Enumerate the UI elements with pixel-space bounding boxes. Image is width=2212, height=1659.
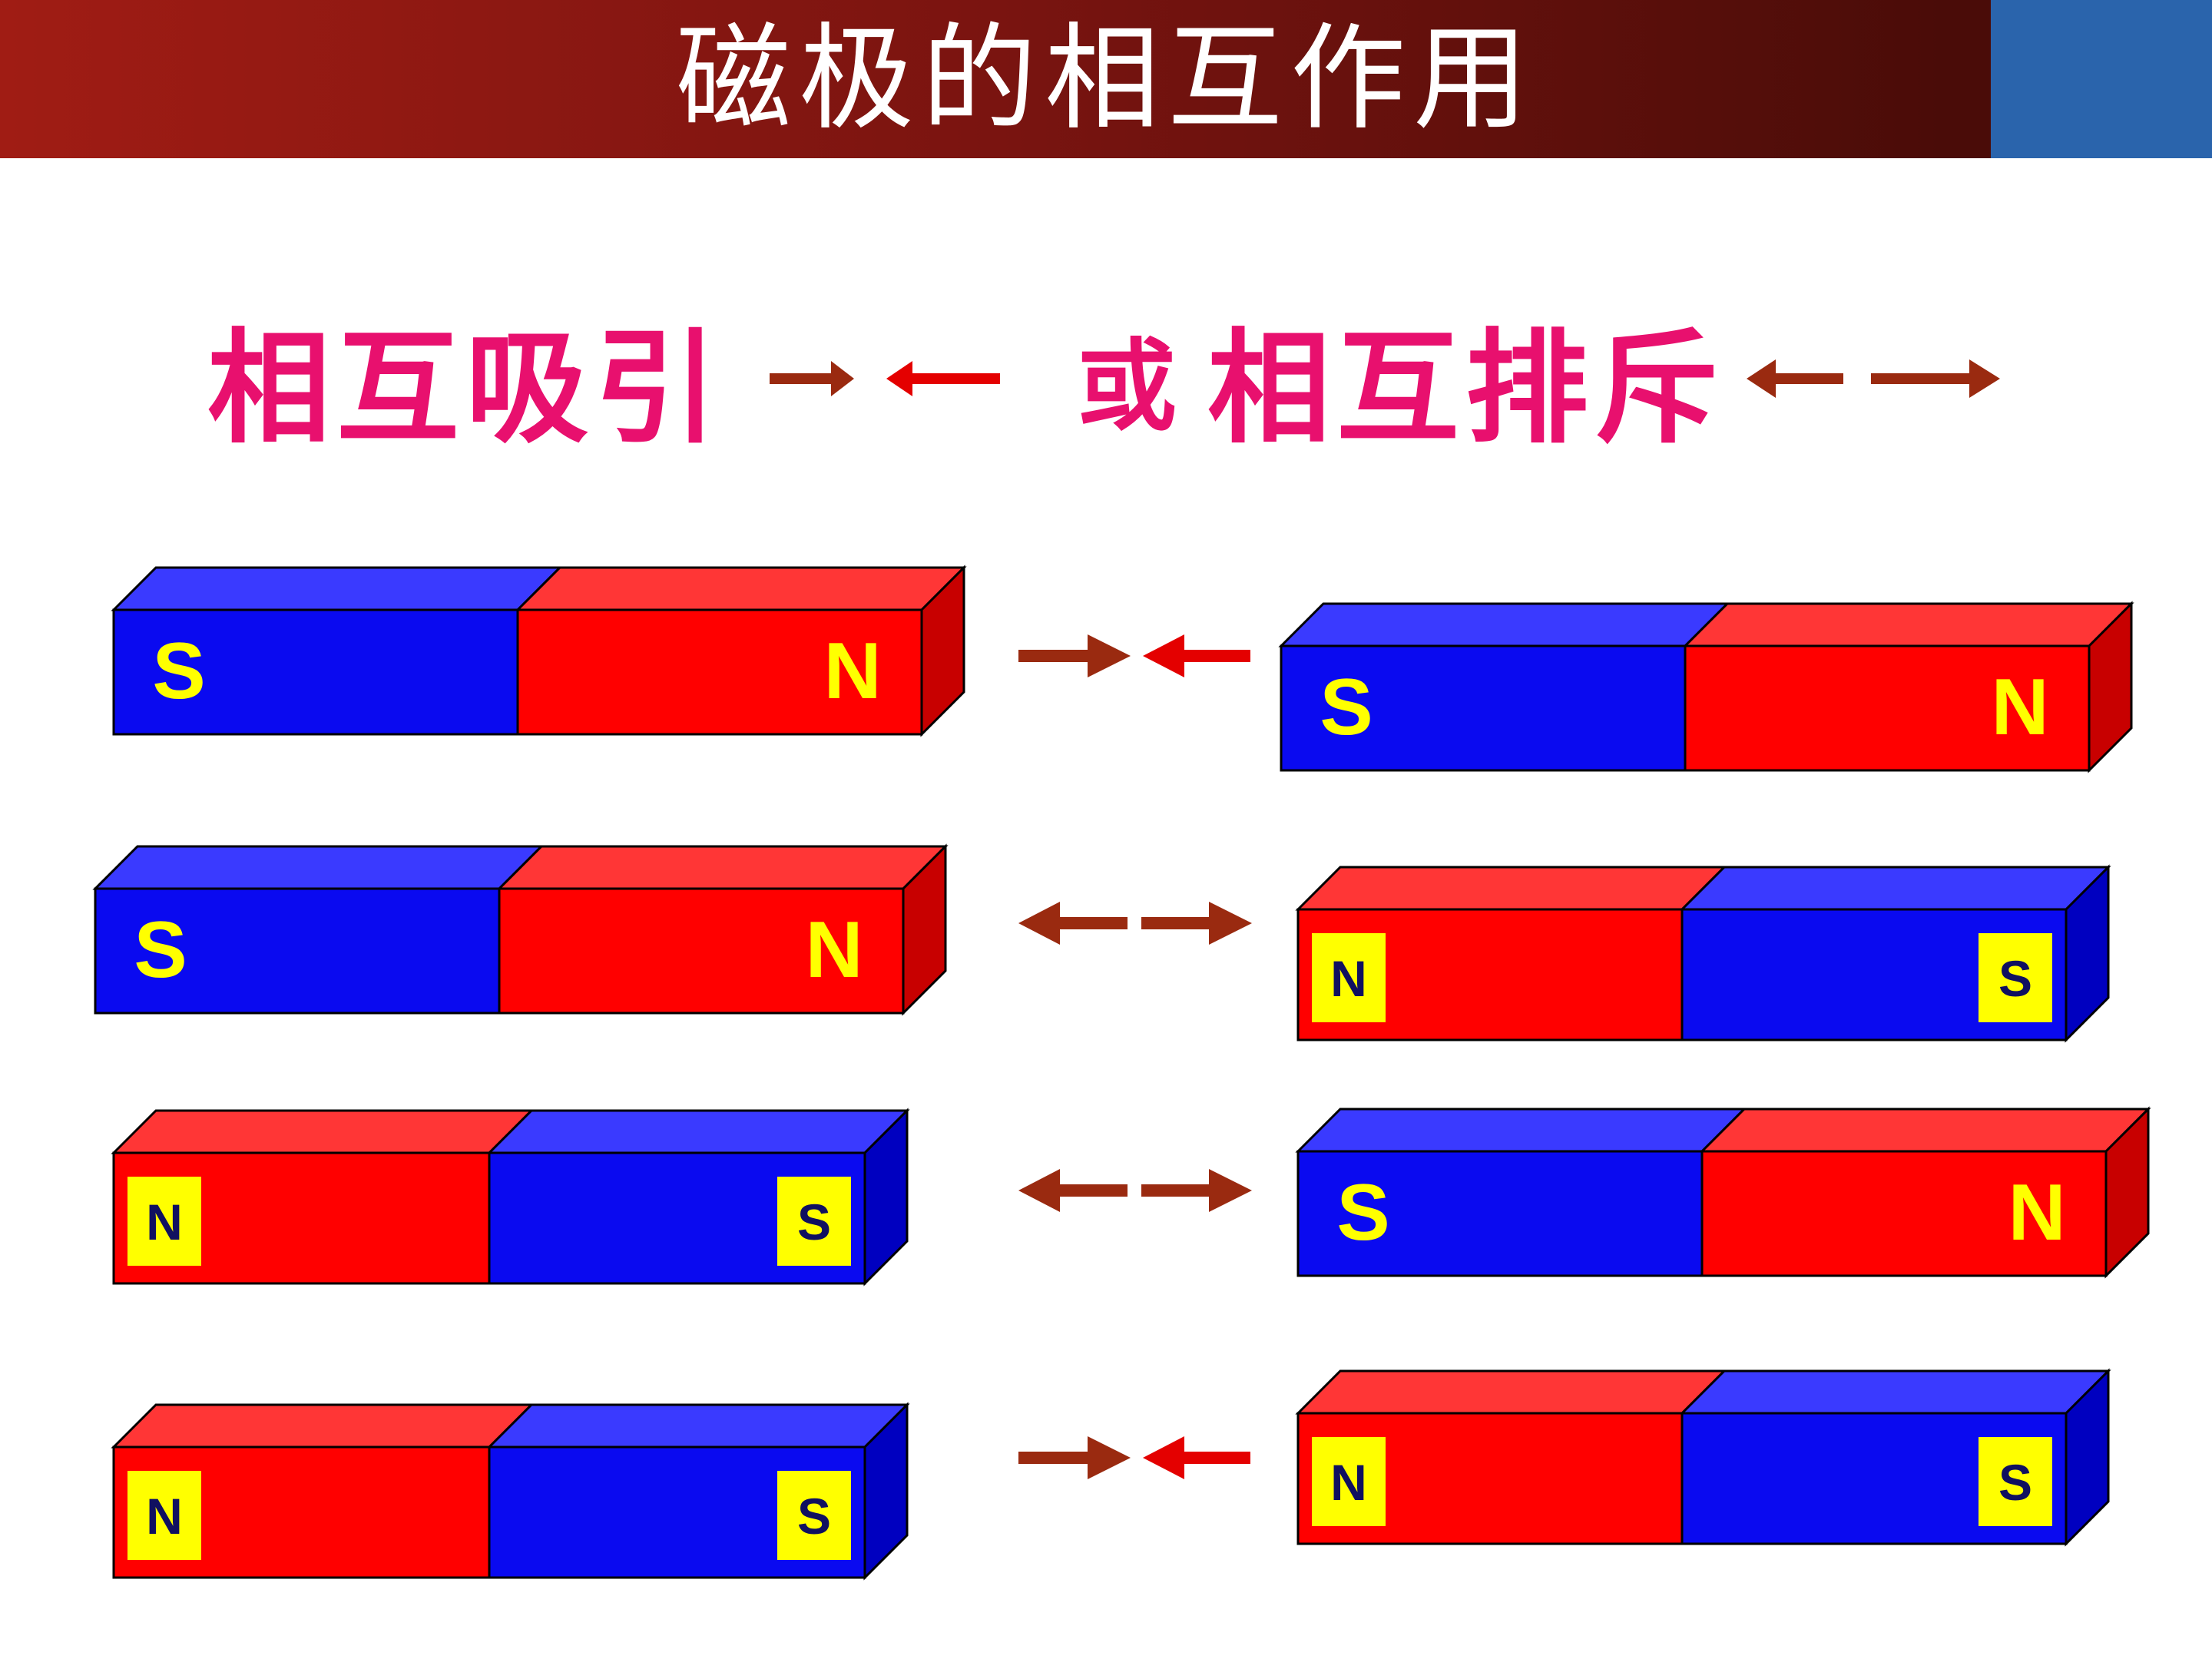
row-2-left-magnet-right-top (496, 845, 949, 890)
legend-attract-label: 相互吸引 (207, 316, 724, 460)
legend-repel-label: 相互排斥 (1207, 316, 1724, 460)
row-4-left-magnet-right-pole-label: S (797, 1488, 831, 1545)
row-4-right-magnet-right-pole-label-box (1979, 1437, 2052, 1526)
row-1-right-magnet-end-face (2088, 601, 2133, 773)
row-3-right-magnet-left-pole-label: S (1336, 1168, 1389, 1257)
row-1-right-magnet-left-pole-south (1280, 644, 1687, 772)
row-2-left-magnet-right-pole-label: N (805, 906, 863, 995)
row-3-left-magnet-left-pole-label: N (146, 1194, 183, 1250)
row-1-left-magnet-left-top (111, 566, 563, 611)
row-2-right-magnet-right-pole-label: S (1998, 950, 2032, 1007)
row-1-right-magnet-left-pole-label: S (1320, 663, 1373, 752)
row-2-right-magnet-end-face (2065, 864, 2110, 1043)
legend-attract-arrow-icon (770, 361, 1001, 396)
legend-repel-arrow-icon (1747, 359, 2001, 398)
row-3-right-magnet-end-face (2104, 1106, 2150, 1279)
row-2-repel-arrow-left-icon (1018, 902, 1128, 945)
row-1-right-magnet-right-pole-north (1684, 644, 2091, 772)
row-3-right-magnet-right-pole-label: N (2008, 1168, 2065, 1257)
row-2-right-magnet-left-pole-label: N (1330, 950, 1367, 1007)
row-3-repel-arrow-left-icon (1018, 1169, 1128, 1212)
row-3-right-magnet-left-top (1295, 1108, 1747, 1153)
row-4-right-magnet-left-top (1295, 1369, 1727, 1415)
row-4-left-magnet-left-pole-label: N (146, 1488, 183, 1545)
title-banner (0, 0, 2212, 158)
row-4-left-magnet-left-top (111, 1403, 535, 1449)
row-4-right-magnet-right-top (1679, 1369, 2111, 1415)
row-3-left-magnet-right-pole-label: S (797, 1194, 831, 1250)
row-1-attract-arrow-left-icon (1143, 634, 1250, 677)
row-1-right-magnet-left-top (1278, 602, 1730, 647)
row-3-left-magnet-left-pole-label-box (127, 1177, 201, 1266)
row-1-right-magnet-right-top (1682, 602, 2134, 647)
row-2-left-magnet-right-pole-north (498, 887, 905, 1015)
row-3-left-magnet-left-top (111, 1109, 535, 1154)
row-1-left-magnet-right-pole-label: N (823, 627, 881, 716)
row-3-left-magnet-right-top (486, 1109, 910, 1154)
row-3-right-magnet-left-pole-south (1296, 1150, 1704, 1277)
row-4-left-magnet-end-face (863, 1402, 909, 1581)
row-3-right-magnet-right-top (1699, 1108, 2151, 1153)
row-2-right-magnet-left-top (1295, 866, 1727, 911)
row-4-right-magnet-end-face (2065, 1368, 2110, 1547)
row-2-right-magnet-left-pole-label-box (1312, 933, 1386, 1022)
title-banner-accent (1991, 0, 2212, 158)
row-4-left-magnet-right-top (486, 1403, 910, 1449)
row-4-right-magnet-right-pole-label: S (1998, 1454, 2032, 1511)
row-1-right-magnet-right-pole-label: N (1991, 663, 2048, 752)
row-4-attract-arrow-right-icon (1018, 1436, 1131, 1479)
row-1-left-magnet-right-top (515, 566, 967, 611)
row-1-left-magnet-left-pole-label: S (152, 627, 205, 716)
row-3-repel-arrow-right-icon (1141, 1169, 1252, 1212)
row-1-left-magnet-left-pole-south (112, 608, 519, 736)
row-2-left-magnet-end-face (902, 843, 947, 1016)
legend-or: 或 (1077, 327, 1177, 445)
page-title: 磁极的相互作用 (675, 12, 1536, 146)
row-1-attract-arrow-right-icon (1018, 634, 1131, 677)
row-3-left-magnet-end-face (863, 1108, 909, 1286)
row-2-right-magnet-right-top (1679, 866, 2111, 911)
legend: 相互吸引 或 相互排斥 (207, 301, 2008, 460)
row-4-left-magnet-left-pole-label-box (127, 1471, 201, 1560)
row-2-right-magnet-right-pole-label-box (1979, 933, 2052, 1022)
row-2-left-magnet-left-pole-south (94, 887, 501, 1015)
row-4-right-magnet-left-pole-label-box (1312, 1437, 1386, 1526)
row-4-left-magnet-right-pole-label-box (777, 1471, 851, 1560)
row-2-left-magnet-left-pole-label: S (134, 906, 187, 995)
row-4-right-magnet-left-pole-label: N (1330, 1454, 1367, 1511)
row-3-right-magnet-right-pole-north (1700, 1150, 2108, 1277)
row-4-attract-arrow-left-icon (1143, 1436, 1250, 1479)
row-2-repel-arrow-right-icon (1141, 902, 1252, 945)
row-1-left-magnet-end-face (920, 565, 965, 737)
row-1-left-magnet-right-pole-north (516, 608, 923, 736)
row-3-left-magnet-right-pole-label-box (777, 1177, 851, 1266)
row-2-left-magnet-left-top (92, 845, 545, 890)
